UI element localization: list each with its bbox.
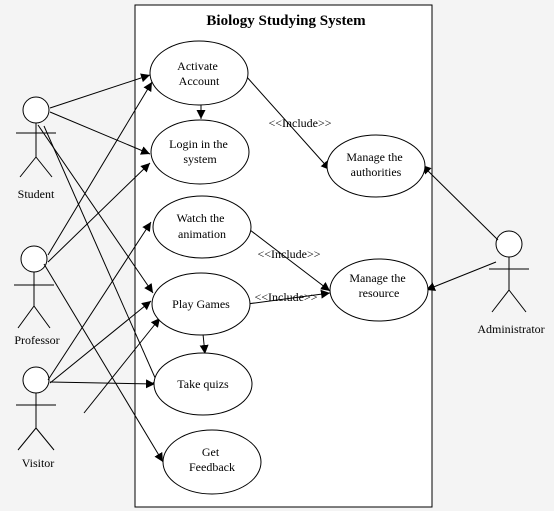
use-case-get-feedback-line-1: Get (202, 445, 220, 459)
relation-play-to-quizs (199, 333, 209, 355)
use-case-manage-resource-line-1: Manage the (349, 271, 405, 285)
assoc-visitor-play-games-2 (83, 317, 161, 414)
use-case-take-quizs-shape (153, 352, 253, 416)
use-case-manage-resource-label: Manage the resource (349, 271, 408, 300)
use-case-manage-resource-shape (329, 258, 429, 322)
actor-administrator-leg-left (491, 289, 510, 313)
use-case-activate-account-line-2: Account (179, 74, 220, 88)
use-case-watch-animation-line-2: animation (178, 227, 226, 241)
include-label-2: <<Include>> (257, 247, 320, 261)
actor-visitor-leg-right (35, 427, 55, 451)
actor-professor-head (20, 245, 48, 273)
actor-student-head (22, 96, 50, 124)
include-play-to-resource (246, 289, 331, 305)
use-case-take-quizs-label: Take quizs (177, 377, 229, 391)
use-case-get-feedback[interactable]: Get Feedback (162, 429, 262, 495)
use-case-take-quizs[interactable]: Take quizs (153, 352, 253, 416)
use-case-activate-account-line-1: Activate (177, 59, 218, 73)
actor-professor-leg-right (33, 305, 51, 329)
assoc-professor-login (47, 162, 151, 263)
assoc-visitor-take-quizs (49, 379, 156, 389)
use-case-activate-account-shape (149, 40, 249, 106)
actor-administrator[interactable]: Administrator (477, 230, 545, 336)
use-case-login[interactable]: Login in the system (150, 119, 250, 185)
use-case-login-line-1: Login in the (169, 137, 228, 151)
association-lines (37, 73, 499, 463)
actor-administrator-head (495, 230, 523, 258)
include-label-3: <<Include>> (254, 290, 317, 304)
actor-visitor-head (22, 366, 50, 394)
assoc-student-login (49, 111, 151, 155)
use-case-login-shape (150, 119, 250, 185)
actor-student[interactable]: Student (16, 96, 56, 201)
include-label-1: <<Include>> (268, 116, 331, 130)
assoc-administrator-manage-authorities (421, 164, 499, 241)
use-case-play-games-shape (151, 272, 251, 336)
use-case-manage-resource-line-2: resource (359, 286, 400, 300)
use-case-login-label: Login in the system (169, 137, 231, 166)
use-case-activate-account[interactable]: Activate Account (149, 40, 249, 106)
assoc-administrator-manage-resource (425, 261, 497, 291)
use-case-manage-authorities-line-1: Manage the (346, 150, 402, 164)
use-case-play-games-line-1: Play Games (172, 297, 230, 311)
use-case-play-games-label: Play Games (172, 297, 230, 311)
actor-professor[interactable]: Professor (14, 245, 60, 347)
actor-visitor[interactable]: Visitor (16, 366, 56, 470)
actor-visitor-label: Visitor (22, 456, 55, 470)
use-case-take-quizs-line-1: Take quizs (177, 377, 229, 391)
assoc-professor-get-feedback (43, 263, 164, 463)
use-case-watch-animation-label: Watch the animation (176, 211, 227, 241)
actor-student-label: Student (18, 187, 55, 201)
actor-administrator-leg-right (508, 289, 527, 313)
use-case-login-line-2: system (183, 152, 217, 166)
include-animation-to-resource (249, 229, 331, 292)
use-case-watch-animation-shape (152, 195, 252, 259)
actor-student-leg-left (19, 156, 37, 178)
system-title: Biology Studying System (206, 13, 366, 29)
use-case-manage-authorities-line-2: authorities (351, 165, 402, 179)
assoc-student-activate-account (49, 73, 151, 109)
assoc-visitor-play-games (49, 300, 152, 384)
actor-visitor-leg-left (17, 427, 37, 451)
use-case-watch-animation-line-1: Watch the (176, 211, 224, 225)
use-case-get-feedback-shape (162, 429, 262, 495)
use-case-manage-authorities-shape (326, 134, 426, 198)
use-case-get-feedback-line-2: Feedback (189, 460, 235, 474)
use-case-manage-resource[interactable]: Manage the resource (329, 258, 429, 322)
assoc-professor-activate-account (47, 81, 153, 256)
use-case-get-feedback-label: Get Feedback (189, 445, 235, 474)
assoc-visitor-watch-animation (47, 221, 152, 381)
include-relations: <<Include>> <<Include>> <<Include>> (196, 75, 332, 355)
use-case-watch-animation[interactable]: Watch the animation (152, 195, 252, 259)
use-case-play-games[interactable]: Play Games (151, 272, 251, 336)
actor-professor-leg-left (17, 305, 35, 329)
actor-student-leg-right (35, 156, 53, 178)
actor-professor-label: Professor (14, 333, 59, 347)
actor-administrator-label: Administrator (477, 322, 544, 336)
assoc-student-take-quizs (43, 125, 161, 390)
assoc-student-play-games (37, 124, 154, 294)
use-case-manage-authorities[interactable]: Manage the authorities (326, 134, 426, 198)
include-activate-to-authorities (245, 75, 331, 171)
use-case-manage-authorities-label: Manage the authorities (346, 150, 405, 179)
use-case-activate-account-label: Activate Account (177, 59, 221, 88)
